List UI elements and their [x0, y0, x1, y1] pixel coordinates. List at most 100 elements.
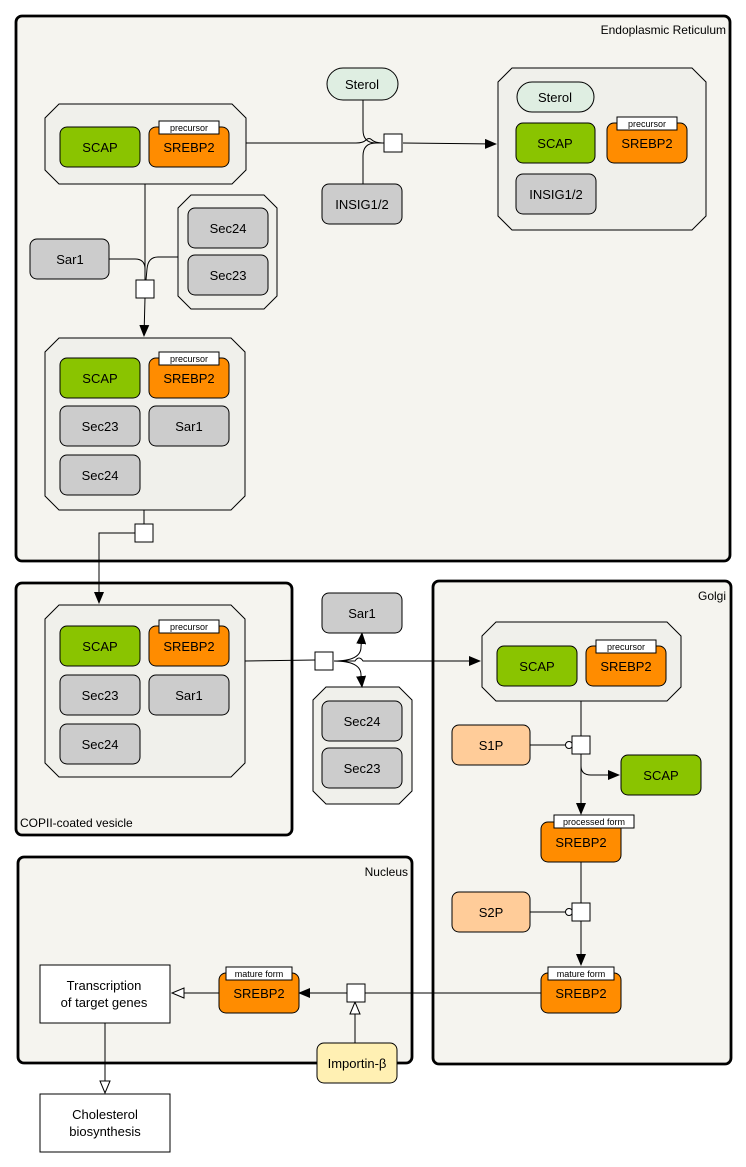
pre-sar1[interactable]: Sar1: [148, 405, 230, 447]
compartment-nucleus-label: Nucleus: [365, 865, 408, 879]
svg-text:SREBP2: SREBP2: [555, 835, 606, 850]
ves-sec23[interactable]: Sec23: [59, 674, 141, 716]
er-srebp2-state: precursor: [170, 123, 208, 133]
compartment-vesicle-label: COPII-coated vesicle: [20, 816, 133, 830]
er-sar1[interactable]: Sar1: [29, 238, 110, 280]
svg-text:Sar1: Sar1: [56, 252, 83, 267]
svg-text:Sec23: Sec23: [82, 419, 119, 434]
svg-text:SREBP2: SREBP2: [600, 659, 651, 674]
svg-text:biosynthesis: biosynthesis: [69, 1124, 141, 1139]
svg-text:Sec24: Sec24: [82, 737, 119, 752]
free-sec24[interactable]: Sec24: [321, 700, 403, 742]
svg-text:SCAP: SCAP: [82, 639, 117, 654]
s1p[interactable]: S1P: [451, 724, 531, 766]
golgi-srebp2-state: precursor: [607, 642, 645, 652]
golgi-mature-srebp2[interactable]: SREBP2 mature form: [540, 966, 622, 1014]
er-sec23[interactable]: Sec23: [187, 254, 269, 296]
cholesterol-biosynthesis[interactable]: Cholesterol biosynthesis: [39, 1093, 171, 1153]
svg-text:Sec23: Sec23: [344, 761, 381, 776]
process-nuclear-import: [346, 983, 366, 1003]
bound-scap[interactable]: SCAP: [515, 122, 596, 164]
er-sec24[interactable]: Sec24: [187, 207, 269, 249]
pre-sec23[interactable]: Sec23: [59, 405, 141, 447]
svg-text:Sar1: Sar1: [175, 419, 202, 434]
svg-text:SREBP2: SREBP2: [233, 986, 284, 1001]
svg-text:S2P: S2P: [479, 905, 504, 920]
golgi-scap[interactable]: SCAP: [496, 645, 578, 687]
pre-scap[interactable]: SCAP: [59, 357, 141, 399]
svg-text:Sec24: Sec24: [82, 468, 119, 483]
process-vesicle-fusion: [314, 651, 334, 671]
nuclear-srebp2-state: mature form: [235, 969, 284, 979]
edge-sec-to-copii-process: [145, 256, 178, 281]
svg-text:SCAP: SCAP: [537, 136, 572, 151]
bound-insig[interactable]: INSIG1/2: [515, 173, 597, 215]
process-s2p-cleavage: [571, 902, 591, 922]
transcription-process[interactable]: Transcription of target genes: [39, 964, 171, 1024]
svg-text:Cholesterol: Cholesterol: [72, 1107, 138, 1122]
svg-text:SREBP2: SREBP2: [621, 136, 672, 151]
svg-text:Transcription: Transcription: [67, 978, 142, 993]
edge-insig-to-process: [362, 142, 384, 184]
svg-text:Importin-β: Importin-β: [328, 1056, 387, 1071]
edge-budding-to-vesicle: [94, 532, 135, 604]
svg-text:SCAP: SCAP: [82, 140, 117, 155]
importin-beta[interactable]: Importin-β: [316, 1042, 398, 1084]
svg-text:INSIG1/2: INSIG1/2: [335, 197, 388, 212]
edge-copii-process-to-complex: [139, 297, 150, 337]
golgi-srebp2[interactable]: SREBP2 precursor: [585, 639, 667, 687]
svg-text:SCAP: SCAP: [643, 768, 678, 783]
free-sar1[interactable]: Sar1: [321, 592, 403, 634]
process-vesicle-budding: [134, 523, 154, 543]
edge-vesicle-to-fusion: [244, 659, 316, 662]
compartment-nucleus: Nucleus: [16, 855, 414, 1065]
compartment-golgi-label: Golgi: [698, 589, 726, 603]
svg-text:SREBP2: SREBP2: [163, 140, 214, 155]
edge-sar1-to-copii-process: [109, 258, 146, 270]
ves-sar1[interactable]: Sar1: [148, 674, 230, 716]
er-scap[interactable]: SCAP: [59, 126, 141, 168]
nuclear-srebp2[interactable]: SREBP2 mature form: [218, 966, 300, 1014]
ves-scap[interactable]: SCAP: [59, 625, 141, 667]
svg-text:Sterol: Sterol: [538, 90, 572, 105]
svg-text:INSIG1/2: INSIG1/2: [529, 187, 582, 202]
svg-text:Sec23: Sec23: [82, 688, 119, 703]
svg-text:SREBP2: SREBP2: [555, 986, 606, 1001]
process-s1p-cleavage: [571, 735, 591, 755]
svg-text:SCAP: SCAP: [519, 659, 554, 674]
pre-sec24[interactable]: Sec24: [59, 454, 141, 496]
svg-text:S1P: S1P: [479, 738, 504, 753]
svg-text:of target genes: of target genes: [61, 995, 148, 1010]
edge-scap-srebp2-to-process: [246, 138, 385, 144]
ves-srebp2-state: precursor: [170, 622, 208, 632]
edge-fusion-to-sec: [333, 660, 367, 688]
golgi-mature-srebp2-state: mature form: [557, 969, 606, 979]
svg-text:Sterol: Sterol: [345, 77, 379, 92]
bound-srebp2-state: precursor: [628, 119, 666, 129]
edge-fusion-to-golgi: [334, 656, 481, 666]
ves-sec24[interactable]: Sec24: [59, 723, 141, 765]
er-srebp2[interactable]: SREBP2 precursor: [148, 120, 230, 168]
bound-sterol[interactable]: Sterol: [516, 81, 595, 113]
process-sterol-binding: [383, 133, 403, 153]
compartment-er-label: Endoplasmic Reticulum: [601, 23, 726, 37]
processed-srebp2[interactable]: SREBP2 processed form: [540, 814, 635, 863]
insig[interactable]: INSIG1/2: [321, 183, 403, 225]
sterol[interactable]: Sterol: [326, 67, 399, 101]
svg-text:Sar1: Sar1: [175, 688, 202, 703]
svg-text:Sar1: Sar1: [348, 606, 375, 621]
released-scap[interactable]: SCAP: [620, 754, 702, 796]
bound-srebp2[interactable]: SREBP2 precursor: [606, 116, 688, 164]
s2p[interactable]: S2P: [451, 891, 531, 933]
svg-text:Sec24: Sec24: [210, 221, 247, 236]
svg-text:Sec24: Sec24: [344, 714, 381, 729]
pre-srebp2-state: precursor: [170, 354, 208, 364]
svg-text:Sec23: Sec23: [210, 268, 247, 283]
ves-srebp2[interactable]: SREBP2 precursor: [148, 619, 230, 667]
process-copii-recruitment: [135, 279, 155, 299]
pre-srebp2[interactable]: SREBP2 precursor: [148, 351, 230, 399]
edge-process-to-sterol-complex: [402, 138, 497, 149]
free-sec23[interactable]: Sec23: [321, 747, 403, 789]
edge-fusion-to-sar1: [333, 632, 367, 662]
